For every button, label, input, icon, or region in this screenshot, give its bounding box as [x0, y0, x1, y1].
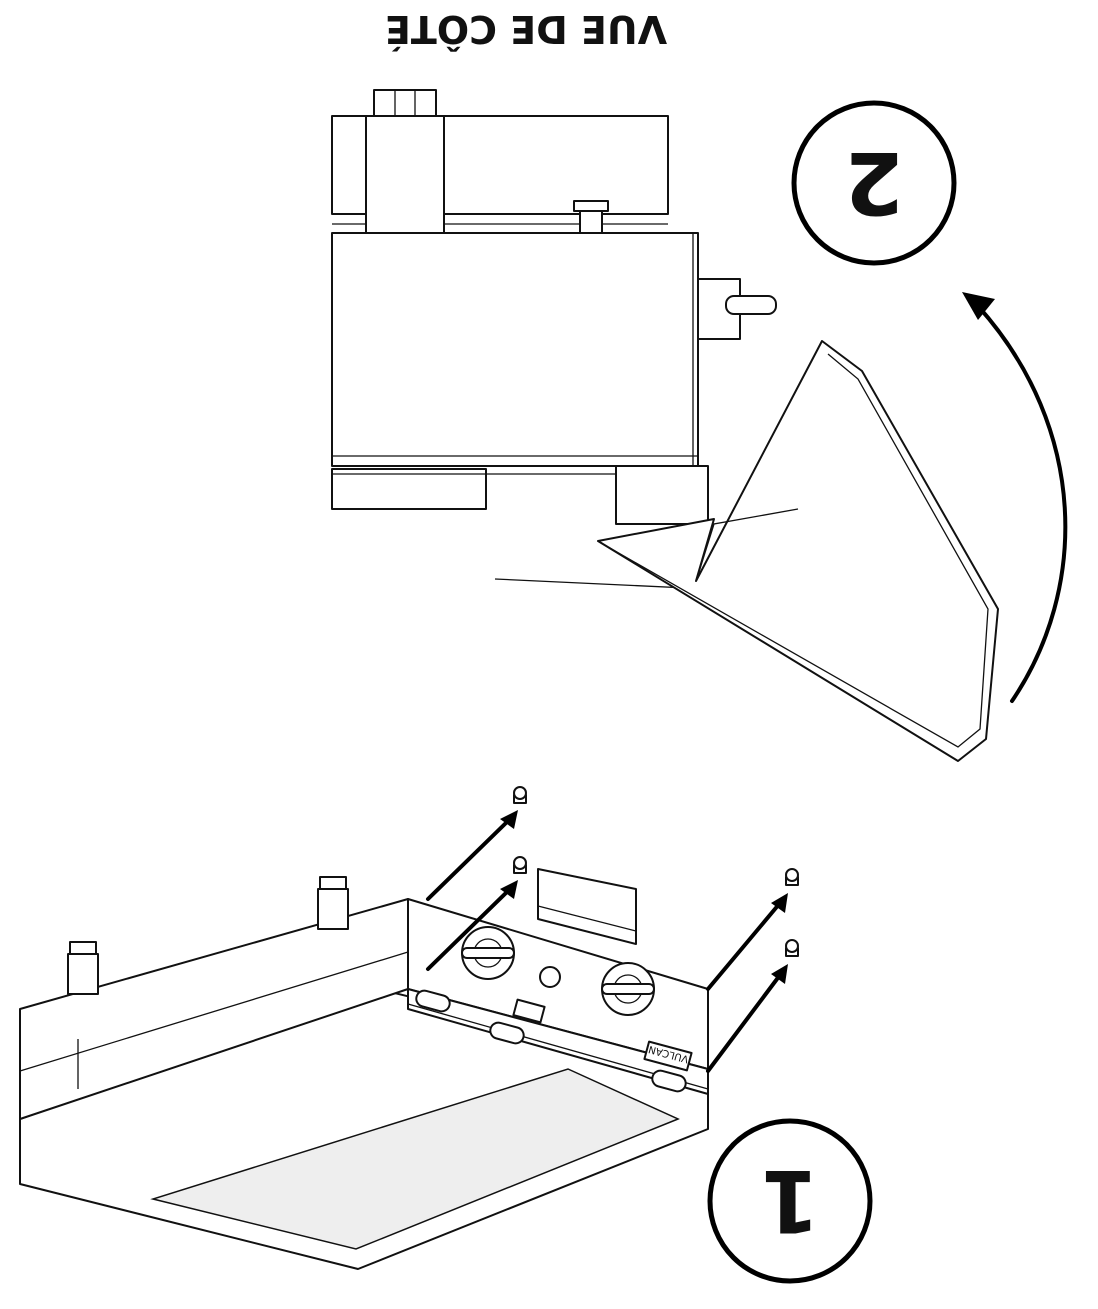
rotation-arrow [962, 292, 1068, 703]
side-view-caption: VUE DE CÔTÉ [385, 7, 667, 51]
side-view-fitting [365, 115, 445, 234]
screw-icon [513, 856, 527, 874]
rear-housing [537, 868, 637, 945]
control-knob-right [461, 926, 515, 980]
side-view-assembly [331, 89, 999, 762]
brand-plate [643, 1040, 693, 1072]
step-2-badge: 2 [791, 100, 957, 266]
side-view-base-strip [331, 468, 487, 510]
rear-fitting-right [67, 941, 99, 995]
rear-fitting-left [317, 876, 349, 930]
isometric-assembly: VULCAN [19, 868, 709, 1270]
screw-arrows [426, 810, 788, 1073]
side-view-body [331, 232, 699, 467]
screws [513, 786, 799, 957]
control-knob-left [601, 962, 655, 1016]
step-1-badge: 1 [707, 1118, 873, 1284]
screw-icon [785, 868, 799, 886]
tray-inner-surface [150, 1068, 680, 1250]
screw-icon [513, 786, 527, 804]
step-2-number: 2 [844, 132, 904, 232]
screw-icon [785, 939, 799, 957]
indicator-light [539, 966, 561, 988]
step-1-number: 1 [760, 1150, 820, 1250]
side-view-lower-block [615, 465, 709, 525]
